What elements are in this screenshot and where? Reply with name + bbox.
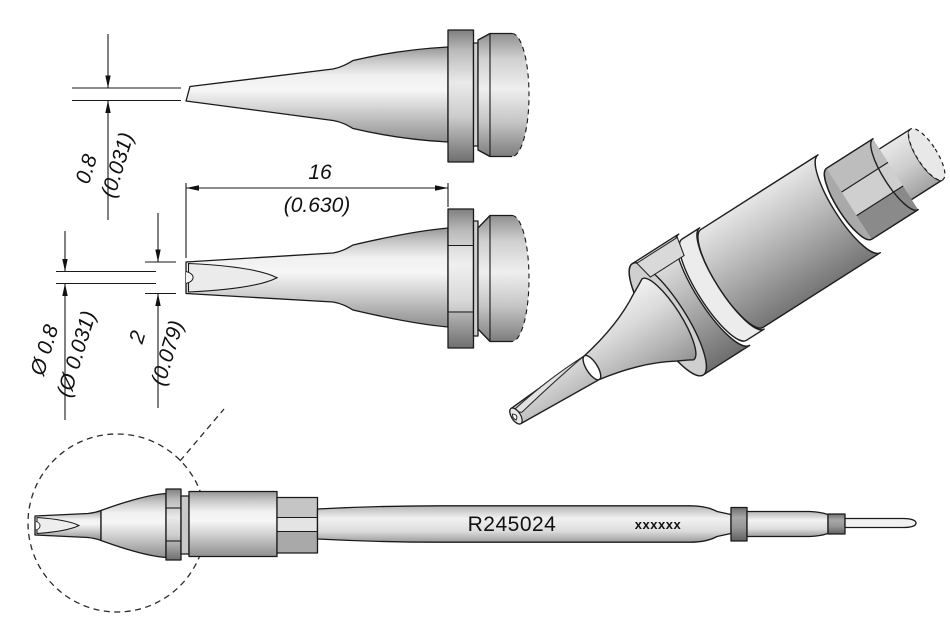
- tip-side-break-edge: [511, 32, 530, 158]
- cart-cone: [100, 492, 167, 559]
- tip-face-neck: [472, 220, 479, 337]
- dim-tip-width-value: 2: [125, 328, 151, 347]
- tip-face-flange-flat: [449, 246, 473, 311]
- dim-tip-length-value: 16: [308, 161, 332, 184]
- cart-contact-pin: [844, 517, 917, 529]
- cart-hex: [276, 496, 319, 554]
- cart-nut-ring: [165, 488, 182, 561]
- batch-marking: xxxxxx: [635, 517, 682, 532]
- dim-tip-thickness-value: 0.8: [72, 151, 103, 186]
- iso-hex-facet-mid: [841, 162, 904, 216]
- dim-tip-diameter: Ø 0.8 (Ø 0.031): [26, 231, 156, 420]
- tip-face-break-edge: [511, 214, 530, 343]
- cartridge-side-view: R245024 xxxxxx: [27, 408, 917, 613]
- tip-face-groove: [185, 271, 194, 284]
- detail-leader-line: [179, 408, 225, 462]
- tip-face-bevel: [187, 262, 279, 293]
- tip-side-flange: [447, 29, 475, 163]
- cart-body: [188, 490, 278, 558]
- dim-tip-diameter-inches: (Ø 0.031): [53, 308, 101, 400]
- iso-blade-groove: [511, 413, 518, 421]
- iso-nut-flat: [635, 236, 685, 278]
- cart-spacer: [180, 495, 190, 555]
- dim-tip-thickness: 0.8 (0.031): [72, 34, 181, 220]
- dim-tip-length: 16 (0.630): [185, 161, 449, 258]
- cart-blade-bevel: [36, 516, 81, 535]
- cartridge-3d-view: [509, 127, 946, 425]
- tip-side-body: [185, 46, 449, 143]
- tip-side-view: [185, 29, 530, 163]
- cart-rear-band-2: [827, 513, 846, 535]
- tip-side-neck: [472, 42, 479, 147]
- iso-highlight-ring: [678, 227, 765, 342]
- tip-face-view: [185, 208, 530, 349]
- dim-tip-width-inches: (0.079): [147, 318, 188, 388]
- cart-rear-tube: [746, 510, 829, 538]
- iso-cone: [583, 277, 697, 381]
- tip-face-cap: [478, 215, 529, 342]
- cart-blade-groove: [35, 521, 41, 531]
- dim-tip-diameter-value: Ø 0.8: [26, 322, 63, 379]
- cart-rear-band-1: [730, 506, 748, 542]
- dim-tip-thickness-inches: (0.031): [97, 130, 138, 200]
- iso-hex-facet-bottom: [856, 186, 919, 240]
- dim-tip-length-inches: (0.630): [284, 194, 351, 217]
- iso-end-face: [907, 127, 946, 181]
- tip-side-cap: [478, 33, 529, 157]
- part-number-marking: R245024: [468, 513, 557, 536]
- dim-tip-width: 2 (0.079): [125, 213, 189, 408]
